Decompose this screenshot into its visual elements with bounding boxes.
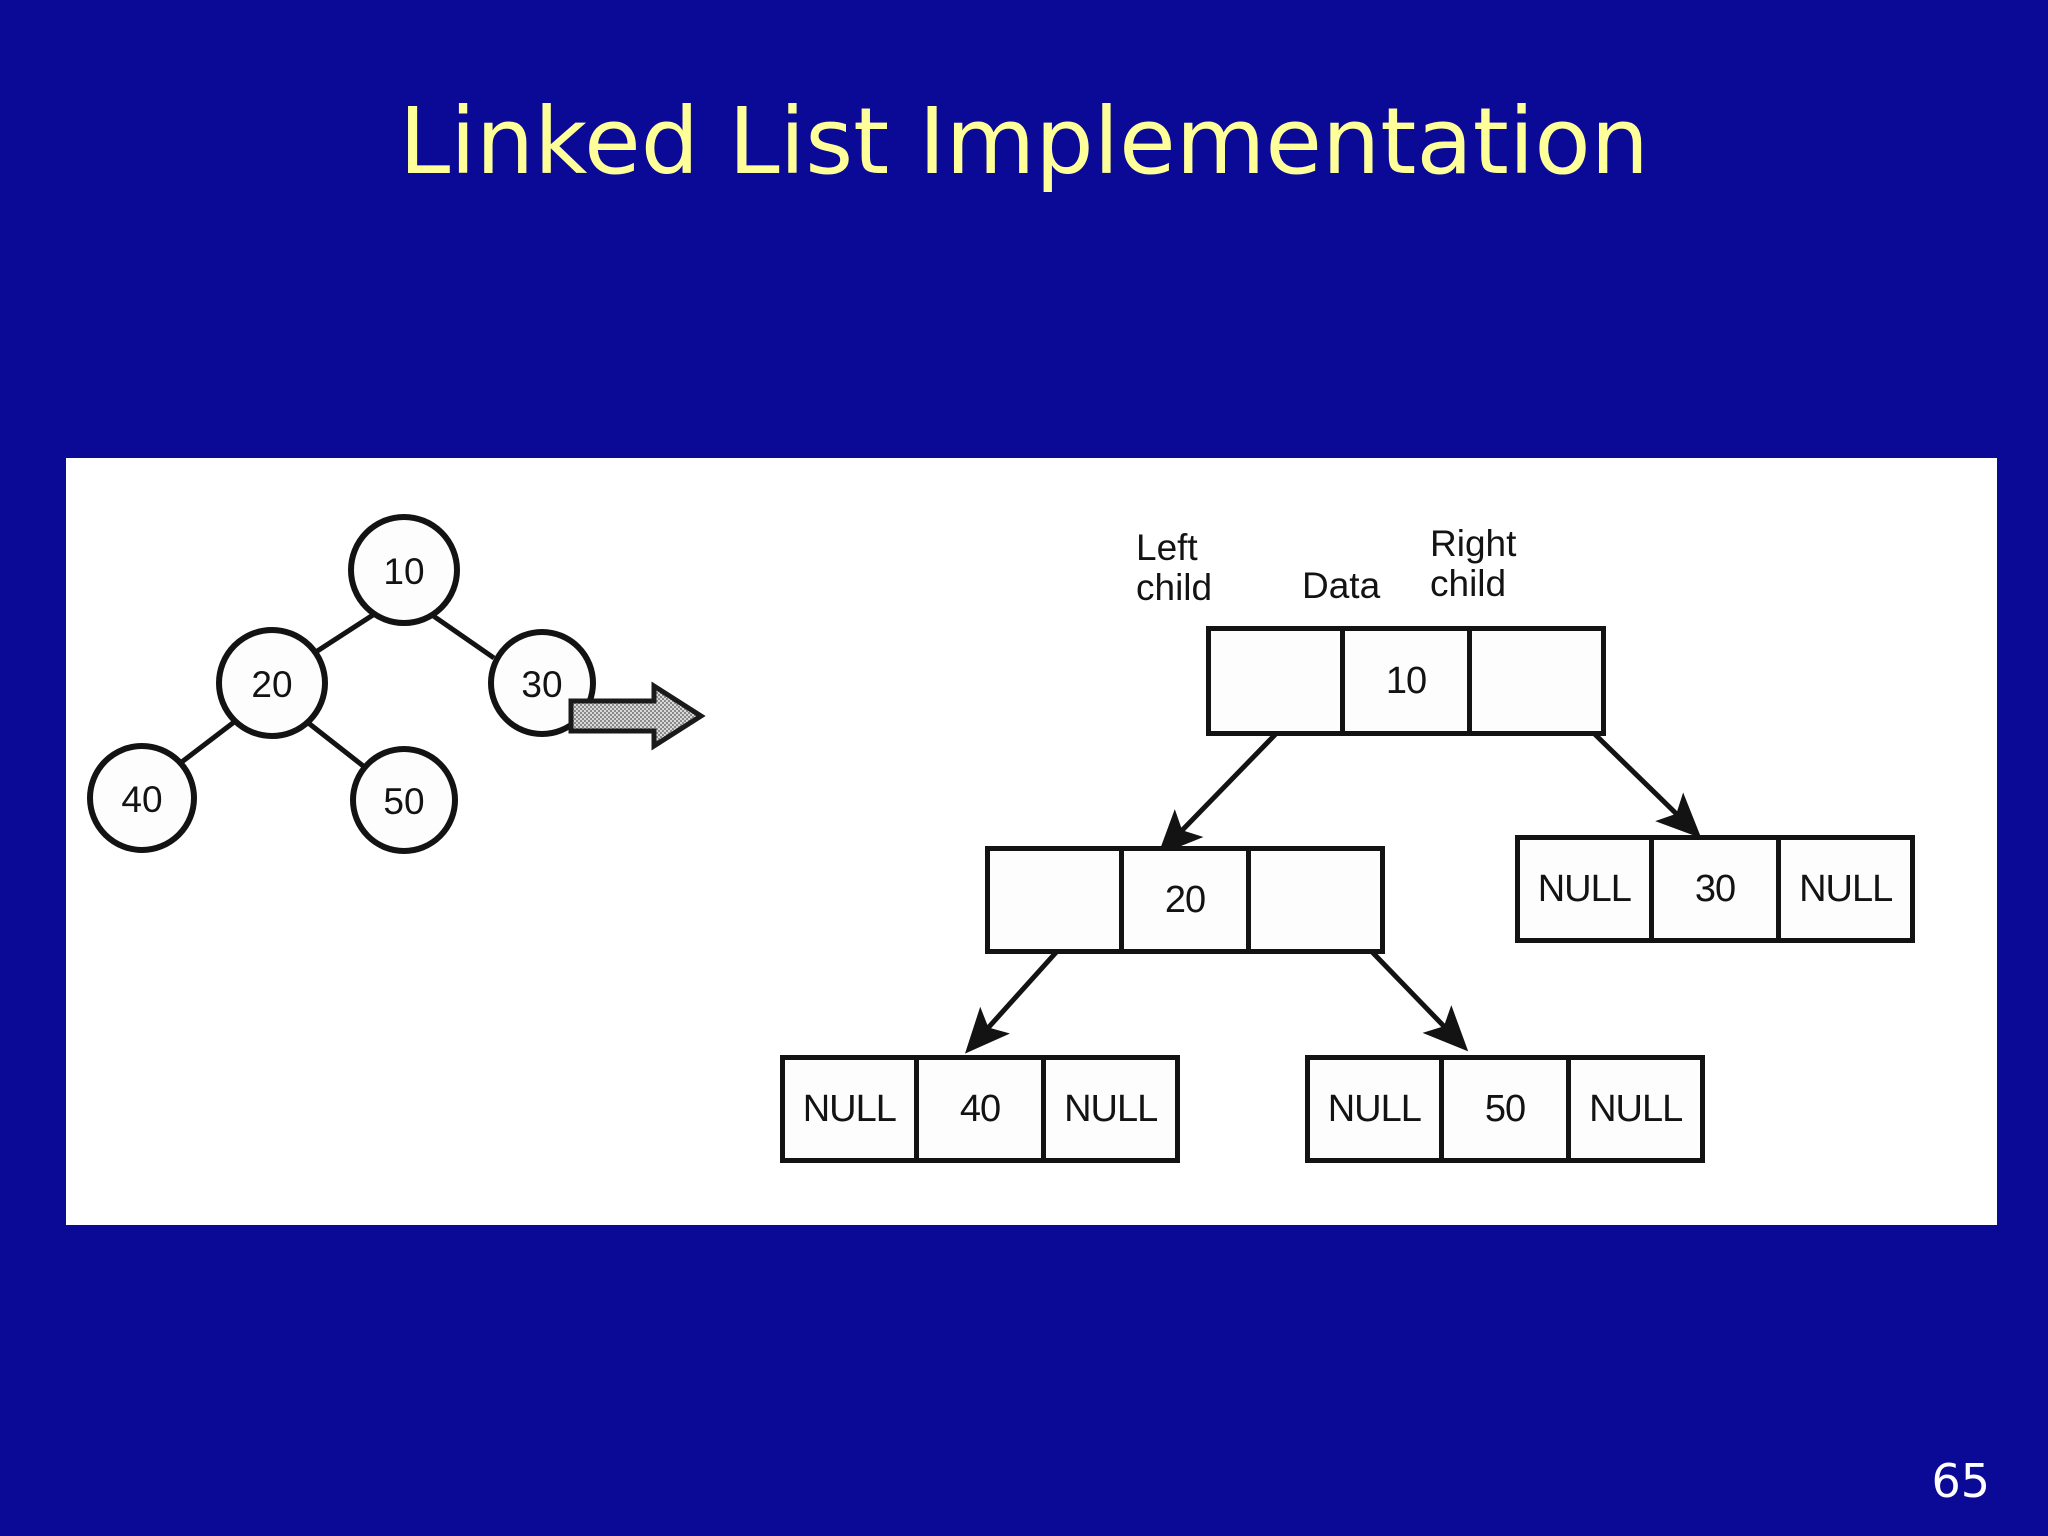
list-node-40-data-cell: 40 [913,1060,1047,1158]
tree-node-30 [488,629,596,737]
tree-node-40-label: 40 [121,779,162,820]
list-node-50-left-cell: NULL [1327,1087,1422,1130]
column-header-data-line1: Data [1302,565,1381,606]
list-node-10: 10 [1206,626,1606,736]
page-title: Linked List Implementation [399,88,1649,195]
list-node-50: NULL 50 NULL [1305,1055,1705,1163]
list-node-40: NULL 40 NULL [780,1055,1180,1163]
column-header-left-child: Left child [1136,528,1212,608]
column-header-right-child-line1: Right [1430,523,1517,564]
list-node-50-data-cell: 50 [1438,1060,1572,1158]
tree-node-40 [87,743,197,853]
tree-node-10 [348,514,460,626]
list-node-40-left-cell: NULL [802,1087,897,1130]
list-node-30-data-cell: 30 [1648,840,1782,938]
binary-tree: 10 20 30 40 50 [87,514,596,854]
list-node-30-left-cell: NULL [1537,867,1632,910]
column-header-left-child-line2: child [1136,566,1213,608]
list-node-30-right-cell: NULL [1799,867,1893,910]
tree-node-50 [350,746,458,854]
list-node-50-right-cell: NULL [1589,1087,1683,1130]
list-node-20-left-cell [990,851,1119,949]
list-node-20: 20 [985,846,1385,954]
page-number: 65 [1931,1454,1990,1508]
tree-node-30-label: 30 [521,664,562,705]
tree-node-50-label: 50 [383,781,424,822]
column-header-left-child-line1: Left [1136,527,1198,568]
list-node-10-data-cell: 10 [1339,631,1473,731]
tree-node-10-label: 10 [383,551,424,592]
column-header-data: Data [1302,566,1380,606]
tree-node-20-label: 20 [251,664,292,705]
list-node-10-left-cell [1211,631,1340,731]
list-node-30: NULL 30 NULL [1515,835,1915,943]
list-node-20-right-cell [1251,851,1380,949]
column-header-right-child: Right child [1430,524,1516,604]
list-node-20-data-cell: 20 [1118,851,1252,949]
figure-panel: 10 20 30 40 50 [66,458,1997,1225]
list-node-40-right-cell: NULL [1064,1087,1158,1130]
block-arrow-right-icon [568,681,706,751]
tree-node-20 [216,627,328,739]
list-node-10-right-cell [1472,631,1601,731]
column-header-right-child-line2: child [1430,562,1507,604]
